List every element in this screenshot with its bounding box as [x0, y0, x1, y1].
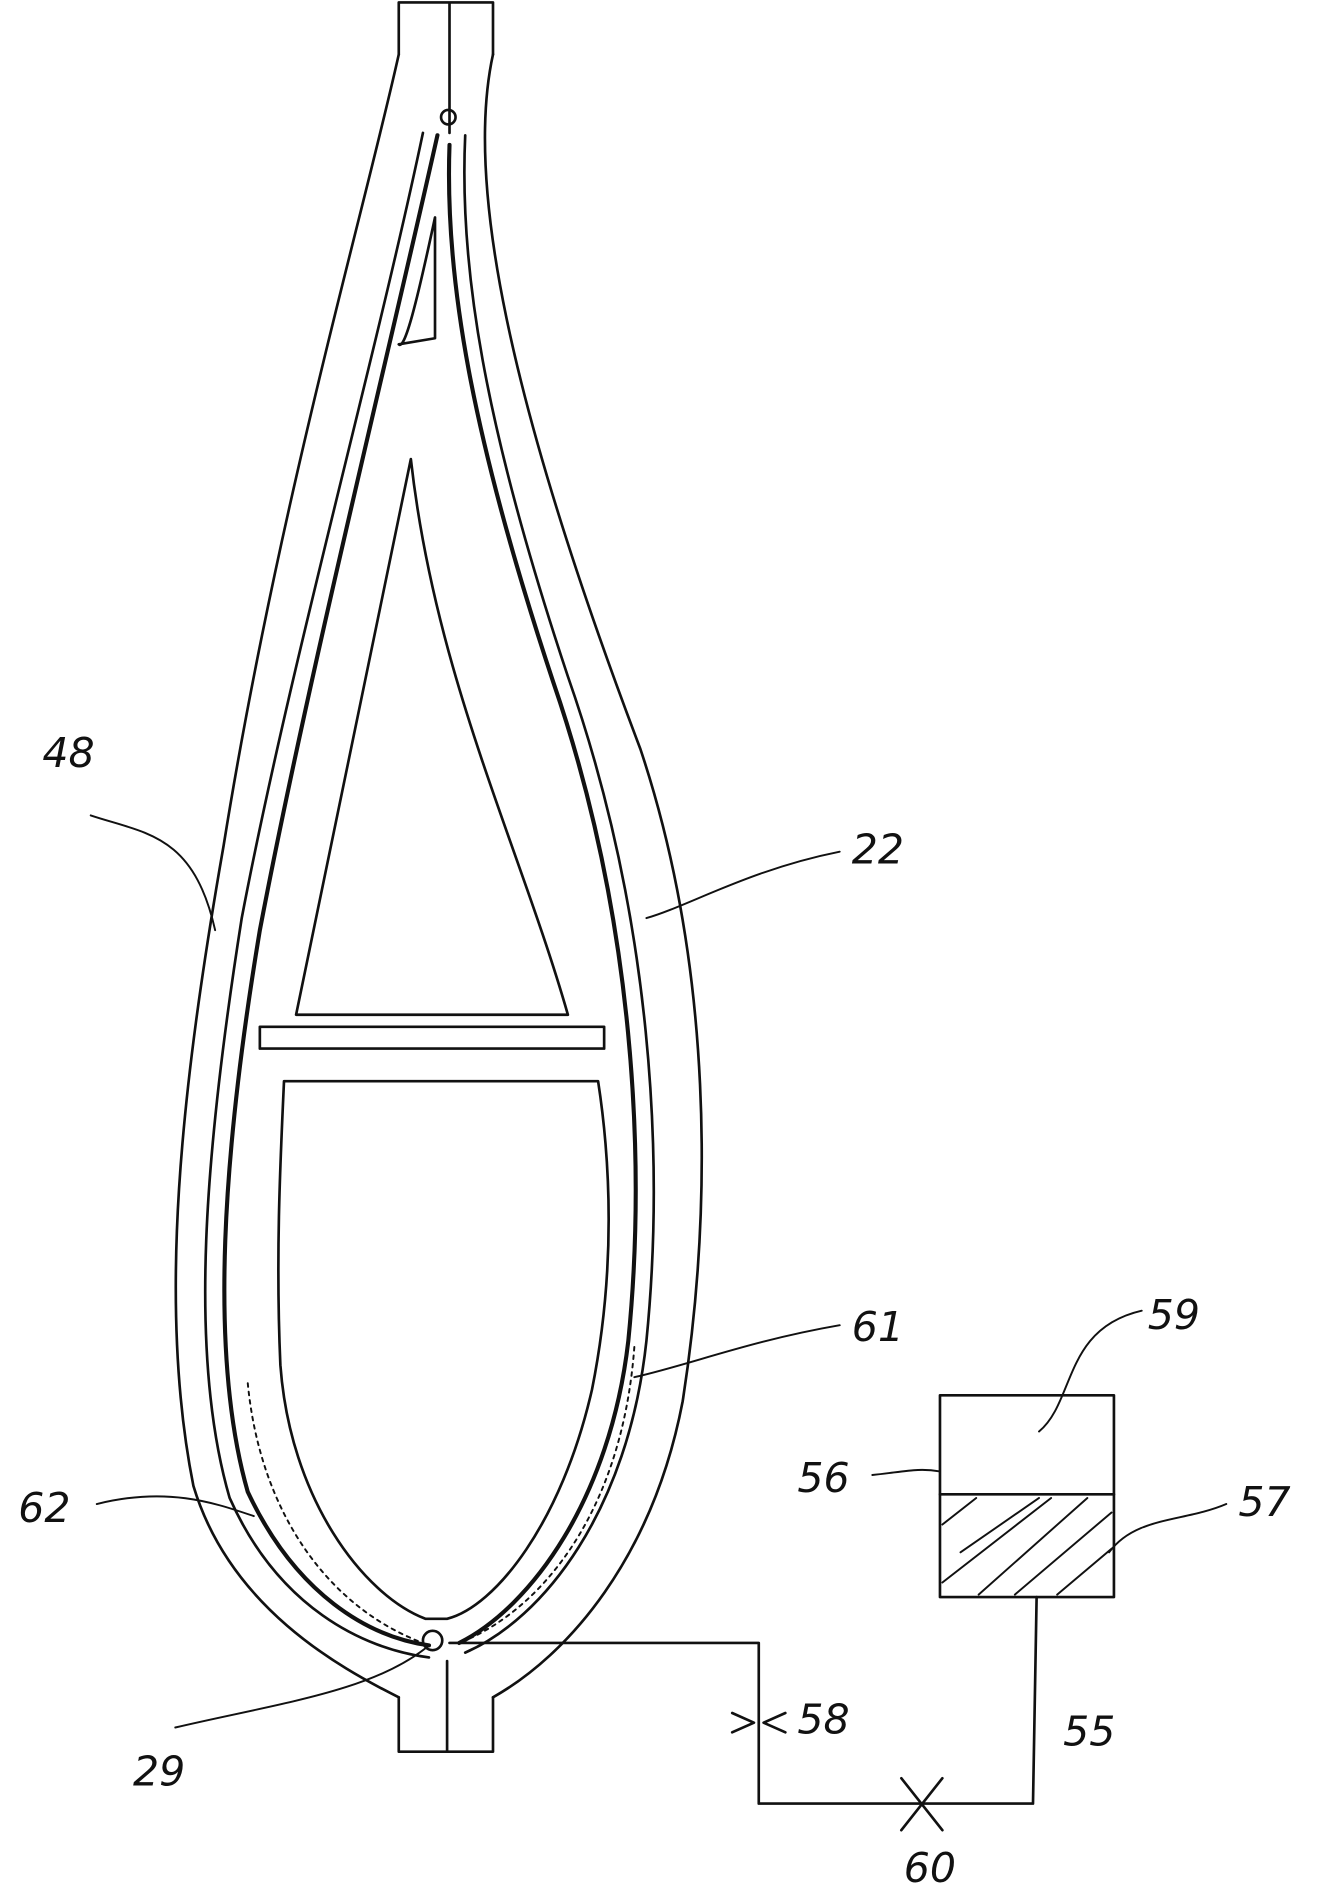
label-58: 58 [797, 1696, 849, 1744]
label-29: 29 [133, 1747, 185, 1795]
resin-hatch [941, 1497, 1113, 1596]
label-57: 57 [1238, 1478, 1290, 1526]
label-48: 48 [42, 729, 94, 777]
label-59: 59 [1148, 1291, 1200, 1339]
mould-outline [174, 1, 704, 1753]
label-62: 62 [18, 1484, 70, 1532]
label-22: 22 [852, 826, 904, 874]
label-55: 55 [1063, 1708, 1115, 1756]
resin-supply-system [448, 1393, 1116, 1832]
label-60: 60 [904, 1844, 956, 1892]
label-56: 56 [797, 1454, 849, 1502]
valve-58-mark [730, 1711, 787, 1734]
leader-lines [89, 814, 1228, 1729]
valve-60-mark [899, 1776, 944, 1832]
label-61: 61 [852, 1303, 904, 1351]
container-59 [938, 1393, 1116, 1599]
reference-numerals: 48 22 61 59 56 57 62 29 58 55 60 [18, 729, 1290, 1892]
